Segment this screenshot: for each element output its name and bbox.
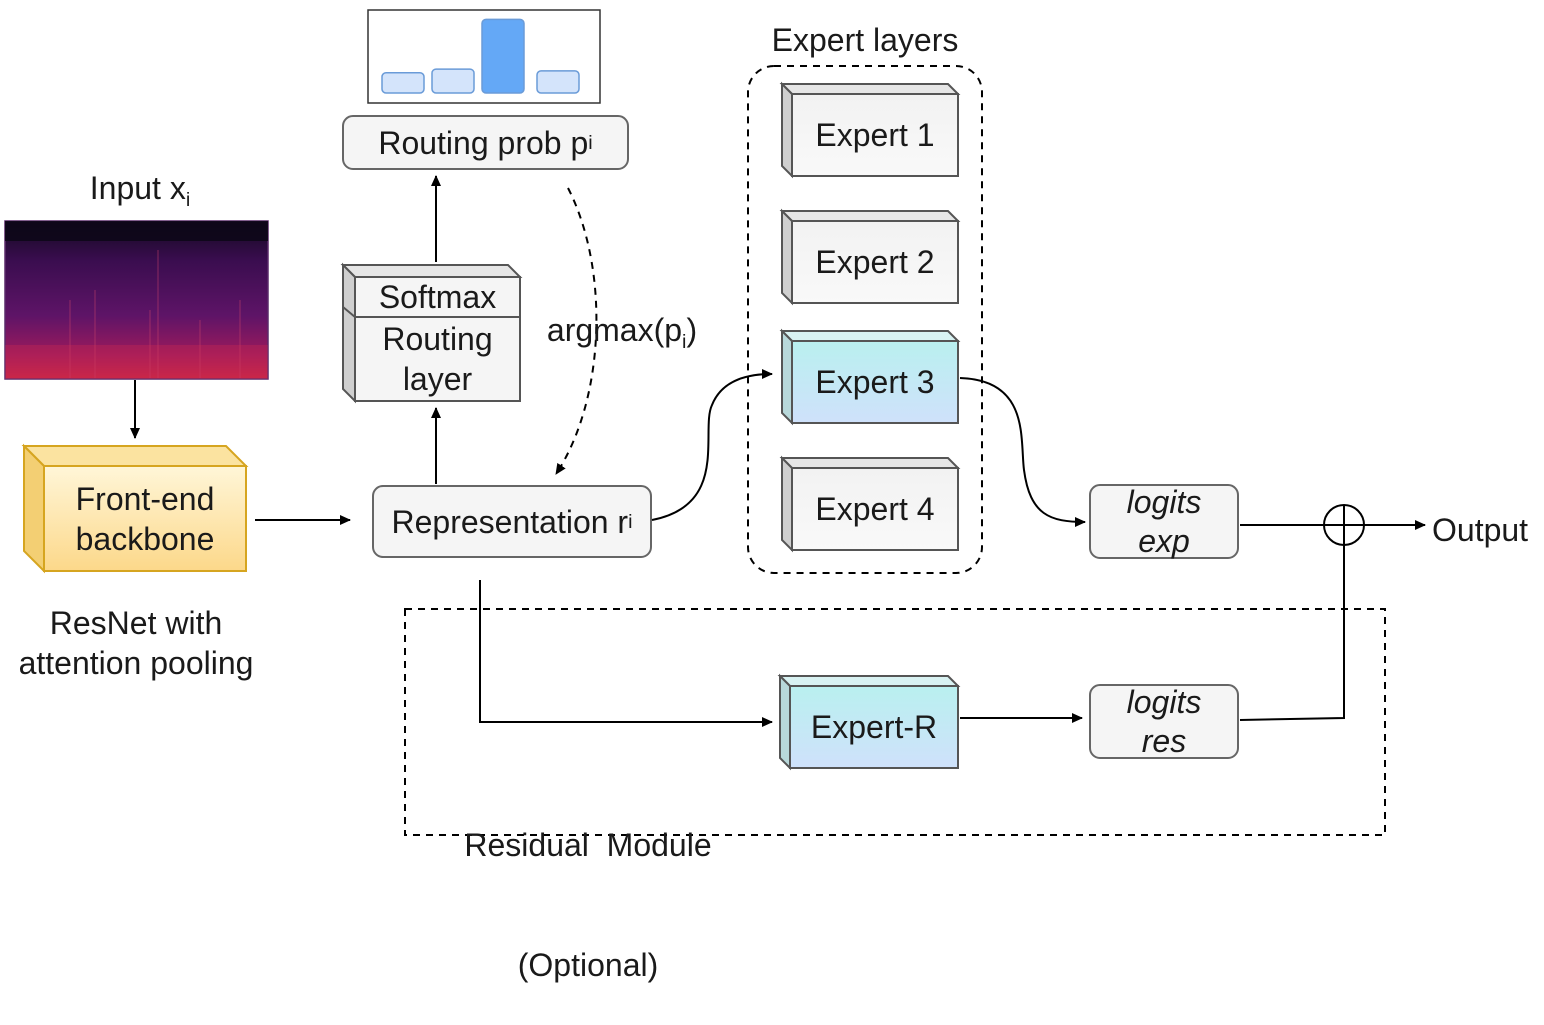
residual-caption-line2: (Optional) <box>517 947 659 983</box>
routing-prob-label: Routing prob p <box>378 124 589 161</box>
expert-box-side <box>781 81 793 179</box>
logits-exp-text: logits exp <box>1090 484 1238 559</box>
logits-exp-box <box>1089 484 1239 559</box>
argmax-subscript: i <box>682 330 687 353</box>
routing-layer-line1: Routing <box>382 321 493 357</box>
representation-label: Representation r <box>391 503 629 540</box>
softmax-label: Softmax <box>378 279 497 315</box>
routing-prob-bar <box>536 70 580 94</box>
residual-caption: Residual Module (Optional) <box>440 745 736 1025</box>
expert-r-box <box>777 673 961 771</box>
expert-box-top <box>779 457 961 469</box>
routing-layer-text: Routing layer <box>355 317 520 401</box>
logits-res-line2: res <box>1141 722 1187 759</box>
expert-box-front <box>791 93 959 177</box>
routing-prob-bars <box>381 18 580 94</box>
backbone-caption-line1: ResNet with <box>49 605 223 641</box>
expert-box-side <box>781 455 793 553</box>
diagram-canvas <box>4 9 1426 836</box>
expert-layers-container <box>747 65 983 574</box>
logits-exp-line2: exp <box>1138 522 1190 559</box>
expert-box-side <box>781 208 793 306</box>
expert-box-top <box>779 210 961 222</box>
backbone-caption-line2: attention pooling <box>18 645 254 681</box>
routing-layer-line2: layer <box>402 361 473 397</box>
expert-layers-title: Expert layers <box>771 22 959 58</box>
logits-res-box <box>1089 684 1239 759</box>
expert-box <box>779 455 961 553</box>
backbone-box <box>21 443 249 574</box>
routing-prob-box <box>342 115 629 170</box>
expert-label: Expert 3 <box>815 364 935 400</box>
backbone-line2: backbone <box>75 520 215 557</box>
argmax-dashed-arrow <box>555 187 598 475</box>
expert-box <box>779 208 961 306</box>
input-label-text: Input x <box>89 170 186 206</box>
expert-stack <box>779 81 961 553</box>
routing-layer-box <box>340 262 523 404</box>
expert-box-front <box>791 220 959 304</box>
line-logits-res-to-sum <box>1239 545 1345 721</box>
expert-label: Expert 2 <box>815 244 935 280</box>
arrow-expert3-to-logits-exp <box>959 377 1086 527</box>
expert-box <box>779 328 961 426</box>
arrow-representation-to-expert3 <box>651 369 773 521</box>
sum-node <box>1323 504 1365 546</box>
output-label: Output <box>1432 512 1529 548</box>
logits-res-line1: logits <box>1126 684 1202 721</box>
input-label: Input xi <box>40 168 240 211</box>
expert-box <box>779 81 961 179</box>
routing-prob-bar <box>481 18 525 94</box>
softmax-text: Softmax <box>355 277 520 317</box>
logits-res-text: logits res <box>1090 684 1238 759</box>
expert-box-top <box>779 83 961 95</box>
backbone-text: Front-end backbone <box>44 466 246 571</box>
input-label-subscript: i <box>185 188 191 211</box>
argmax-suffix: ) <box>686 312 698 348</box>
expert-box-side <box>781 328 793 426</box>
arrow-representation-to-expert-r <box>479 580 773 727</box>
expert-box-front <box>791 467 959 551</box>
argmax-label: argmax(pi) <box>532 310 712 353</box>
expert-r-text: Expert-R <box>810 709 938 745</box>
residual-module-container <box>404 608 1386 836</box>
expert-label: Expert 4 <box>815 491 935 527</box>
expert-box-top <box>779 330 961 342</box>
backbone-line1: Front-end <box>75 480 215 517</box>
representation-box <box>372 485 652 558</box>
routing-prob-bar <box>431 68 475 94</box>
logits-exp-line1: logits <box>1126 484 1202 521</box>
argmax-text: argmax(p <box>546 312 683 348</box>
backbone-caption: ResNet with attention pooling <box>0 603 272 683</box>
expert-label: Expert 1 <box>815 117 935 153</box>
expert-box-front <box>791 340 959 424</box>
residual-caption-line1: Residual Module <box>464 827 712 863</box>
routing-prob-bar <box>381 72 425 94</box>
input-spectrogram <box>4 220 269 380</box>
